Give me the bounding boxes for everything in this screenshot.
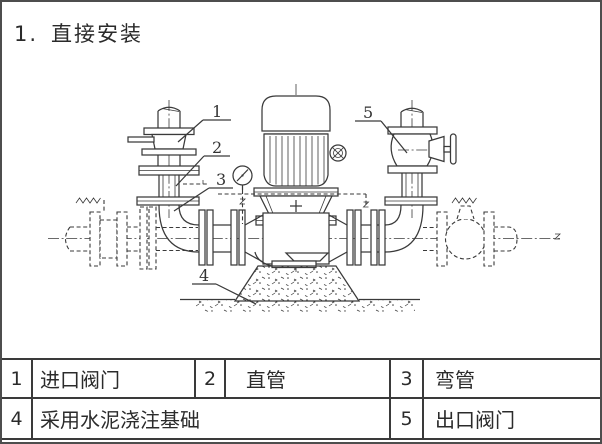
callout-outlet-valve: 5 xyxy=(355,103,408,154)
callout-5: 5 xyxy=(363,103,373,122)
motor-cap xyxy=(261,95,331,132)
legend-label-straight-pipe: 直管 xyxy=(226,360,391,399)
suction-discharge-piping xyxy=(198,209,386,266)
inlet-valve-flange xyxy=(143,127,195,136)
legend-table: 1 进口阀门 2 直管 3 弯管 4 采用水泥浇注基础 5 出口阀门 xyxy=(2,358,600,440)
legend-label-inlet-valve: 进口阀门 xyxy=(33,360,196,399)
title-text: 直接安装 xyxy=(51,22,144,46)
callout-2: 2 xyxy=(212,138,222,157)
callout-1: 1 xyxy=(212,102,222,121)
outlet-valve-flange xyxy=(387,126,438,135)
installation-diagram: 1 2 3 5 4 xyxy=(48,84,561,312)
legend-label-outlet-valve: 出口阀门 xyxy=(435,408,515,432)
pipe-break-mark xyxy=(554,233,561,240)
junction-box-icon xyxy=(329,144,347,162)
left-hidden-valve xyxy=(64,197,198,270)
callout-foundation: 4 xyxy=(192,266,257,305)
straight-pipe xyxy=(158,175,180,197)
callout-4: 4 xyxy=(199,266,209,285)
outlet-valve-bonnet xyxy=(428,135,445,163)
legend-num-3: 3 xyxy=(391,360,424,399)
flex-connector-icon xyxy=(75,197,101,204)
legend-label-foundation: 采用水泥浇注基础 xyxy=(33,399,391,438)
legend-num-2: 2 xyxy=(196,360,226,399)
outlet-valve-flange xyxy=(387,165,438,174)
pressure-gauge-icon xyxy=(232,165,253,190)
instrument-lines xyxy=(183,180,370,224)
page-title: 1. 直接安装 xyxy=(14,18,143,48)
outlet-valve-handwheel xyxy=(449,133,457,165)
callout-inlet-valve: 1 xyxy=(177,102,231,143)
legend-label-elbow: 弯管 xyxy=(424,360,600,399)
left-elbow xyxy=(158,204,200,253)
callout-elbow: 3 xyxy=(173,170,233,212)
cement-foundation xyxy=(180,265,420,312)
inlet-valve-assembly xyxy=(127,106,200,253)
legend-num-4: 4 xyxy=(2,399,33,438)
inlet-valve-flange xyxy=(141,148,197,156)
inlet-valve-handle xyxy=(127,136,155,143)
inlet-valve-body xyxy=(151,133,187,150)
right-elbow xyxy=(384,204,424,253)
title-number: 1. xyxy=(14,22,39,46)
tap-mark xyxy=(239,198,370,208)
motor xyxy=(253,95,347,226)
legend-num-1: 1 xyxy=(2,360,33,399)
legend-num-5: 5 xyxy=(391,399,424,438)
right-hidden-valve xyxy=(423,197,561,267)
pump-casing xyxy=(244,212,348,269)
outlet-valve-assembly xyxy=(384,107,457,253)
callout-3: 3 xyxy=(216,170,226,189)
motor-fins xyxy=(269,136,325,186)
flex-connector-icon xyxy=(451,197,477,204)
callout-straight-pipe: 2 xyxy=(175,138,230,187)
outlet-valve-stem xyxy=(443,145,452,153)
